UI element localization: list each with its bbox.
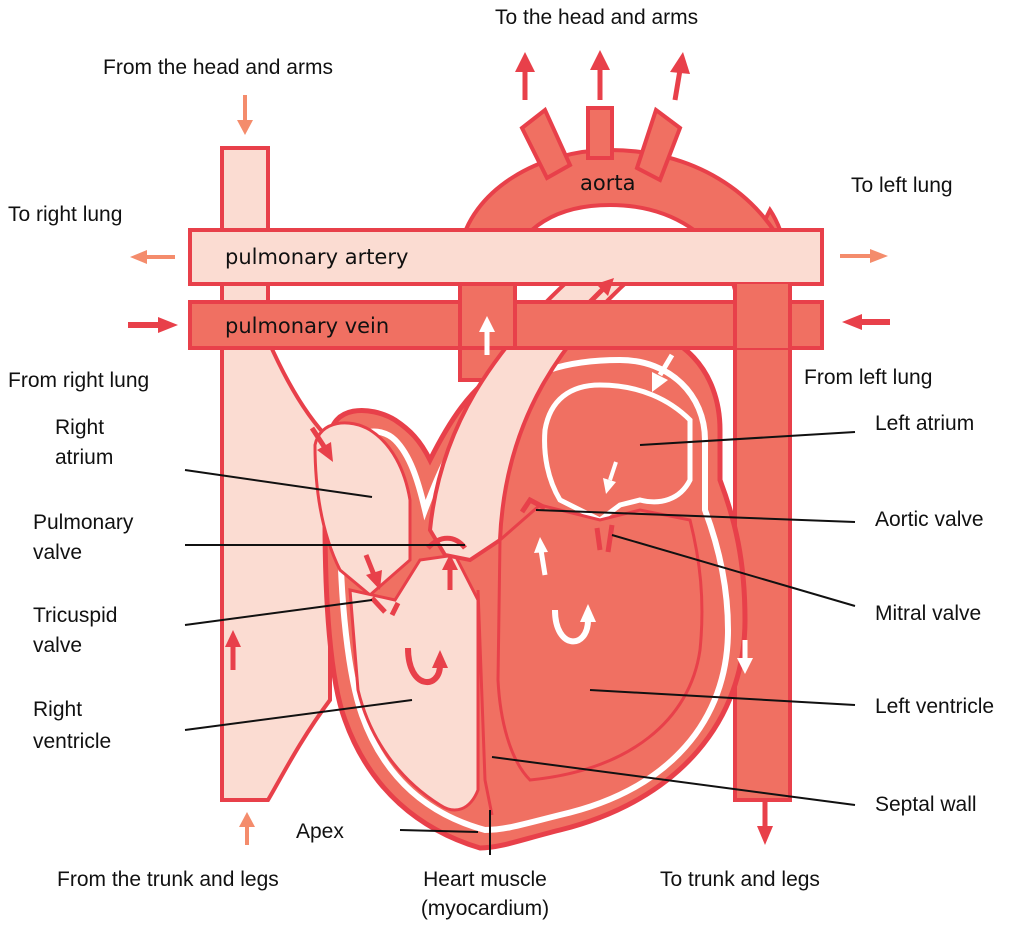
from-trunk-and-legs-label: From the trunk and legs: [57, 865, 279, 895]
to-left-lung-label: To left lung: [851, 171, 953, 201]
from-left-lung-label: From left lung: [804, 363, 932, 393]
right-atrium-label-2: atrium: [55, 443, 113, 473]
to-right-lung-label: To right lung: [8, 200, 122, 230]
arrow-up-icon: [675, 70, 680, 100]
aortic-valve-label: Aortic valve: [875, 505, 984, 535]
right-atrium-label-1: Right: [55, 413, 104, 443]
vena-cava-crossing: [224, 286, 266, 300]
septal-wall-label: Septal wall: [875, 790, 977, 820]
right-ventricle-label-2: ventricle: [33, 727, 111, 757]
heart-muscle-label-1: Heart muscle: [395, 865, 575, 895]
left-ventricle-label: Left ventricle: [875, 692, 994, 722]
left-atrium-label: Left atrium: [875, 409, 974, 439]
to-trunk-and-legs-label: To trunk and legs: [660, 865, 820, 895]
tricuspid-valve-label-2: valve: [33, 631, 82, 661]
pulmonary-valve-label-1: Pulmonary: [33, 508, 133, 538]
pulmonary-vein-label: pulmonary vein: [225, 314, 389, 338]
to-head-and-arms-label: To the head and arms: [495, 3, 698, 33]
heart-muscle-label-2: (myocardium): [395, 894, 575, 924]
from-right-lung-label: From right lung: [8, 366, 149, 396]
aorta-label: aorta: [580, 171, 635, 195]
aorta-branch-mid: [588, 108, 612, 158]
from-head-and-arms-label: From the head and arms: [103, 53, 333, 83]
left-atrium: [545, 385, 690, 520]
right-ventricle-label-1: Right: [33, 695, 82, 725]
descending-aorta-over-bars: [736, 284, 789, 348]
pulmonary-valve-label-2: valve: [33, 538, 82, 568]
tricuspid-valve-label-1: Tricuspid: [33, 601, 117, 631]
apex-label: Apex: [296, 817, 344, 847]
mitral-valve-label: Mitral valve: [875, 599, 981, 629]
pulmonary-artery-label: pulmonary artery: [225, 245, 408, 269]
